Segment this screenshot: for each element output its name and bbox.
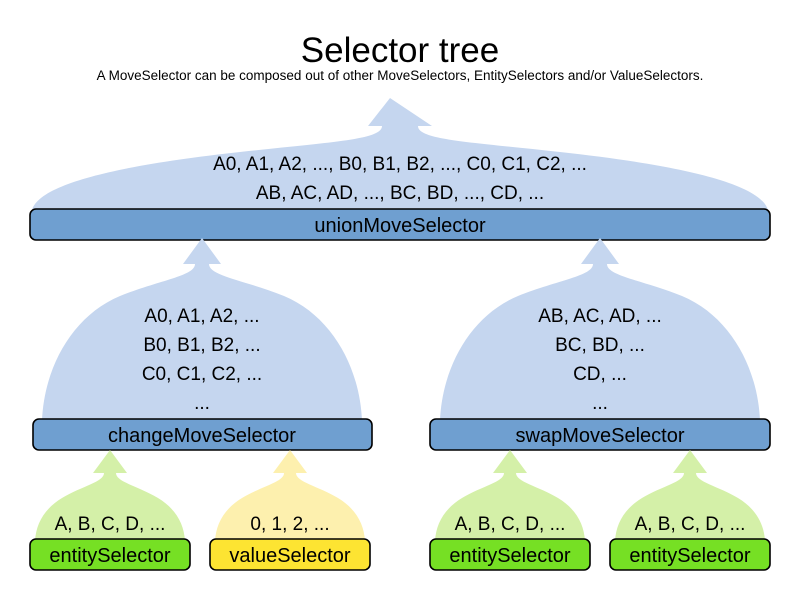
entity-change-line-1: A, B, C, D, ... [55, 514, 166, 535]
node-entity-selector-swap-left[interactable]: A, B, C, D, ... entitySelector [429, 450, 591, 571]
entity-change-bar-shape[interactable] [29, 538, 191, 571]
value-change-balloon-shape [215, 450, 365, 541]
entity-swap-right-line-1: A, B, C, D, ... [635, 514, 746, 535]
swap-balloon-shape [440, 238, 760, 421]
change-balloon-shape [42, 238, 362, 421]
entity-swap-right-bar-shape[interactable] [609, 538, 771, 571]
swap-bar-shape[interactable] [429, 418, 771, 451]
change-line-2: B0, B1, B2, ... [143, 335, 260, 356]
node-change-move-selector[interactable]: A0, A1, A2, ... B0, B1, B2, ... C0, C1, … [32, 238, 373, 451]
union-bar-shape[interactable] [29, 208, 771, 241]
union-line-1: A0, A1, A2, ..., B0, B1, B2, ..., C0, C1… [213, 154, 587, 175]
node-swap-move-selector[interactable]: AB, AC, AD, ... BC, BD, ... CD, ... ... … [429, 238, 771, 451]
entity-change-balloon-shape [35, 450, 185, 541]
change-line-1: A0, A1, A2, ... [144, 306, 259, 327]
value-change-bar-shape[interactable] [209, 538, 371, 571]
entity-swap-right-bar-label: entitySelector [629, 545, 751, 567]
swap-line-2: BC, BD, ... [555, 335, 645, 356]
entity-swap-left-balloon-shape [435, 450, 585, 541]
change-line-4: ... [194, 393, 210, 414]
swap-line-1: AB, AC, AD, ... [538, 306, 662, 327]
change-bar-shape[interactable] [32, 418, 373, 451]
entity-swap-left-bar-shape[interactable] [429, 538, 591, 571]
union-line-2: AB, AC, AD, ..., BC, BD, ..., CD, ... [256, 183, 544, 204]
entity-swap-right-balloon-shape [615, 450, 765, 541]
entity-swap-left-line-1: A, B, C, D, ... [455, 514, 566, 535]
change-bar-label: changeMoveSelector [108, 425, 296, 447]
swap-bar-label: swapMoveSelector [516, 425, 685, 447]
change-line-3: C0, C1, C2, ... [142, 364, 262, 385]
node-entity-selector-change[interactable]: A, B, C, D, ... entitySelector [29, 450, 191, 571]
value-change-line-1: 0, 1, 2, ... [250, 514, 329, 535]
swap-line-4: ... [592, 393, 608, 414]
node-entity-selector-swap-right[interactable]: A, B, C, D, ... entitySelector [609, 450, 771, 571]
union-bar-label: unionMoveSelector [314, 215, 486, 237]
page-subtitle: A MoveSelector can be composed out of ot… [97, 68, 704, 83]
swap-line-3: CD, ... [573, 364, 627, 385]
union-balloon-shape [32, 98, 768, 210]
node-value-selector-change[interactable]: 0, 1, 2, ... valueSelector [209, 450, 371, 571]
node-union-move-selector[interactable]: A0, A1, A2, ..., B0, B1, B2, ..., C0, C1… [29, 98, 771, 241]
value-change-bar-label: valueSelector [229, 545, 351, 567]
entity-change-bar-label: entitySelector [49, 545, 171, 567]
entity-swap-left-bar-label: entitySelector [449, 545, 571, 567]
page-title: Selector tree [301, 31, 499, 70]
